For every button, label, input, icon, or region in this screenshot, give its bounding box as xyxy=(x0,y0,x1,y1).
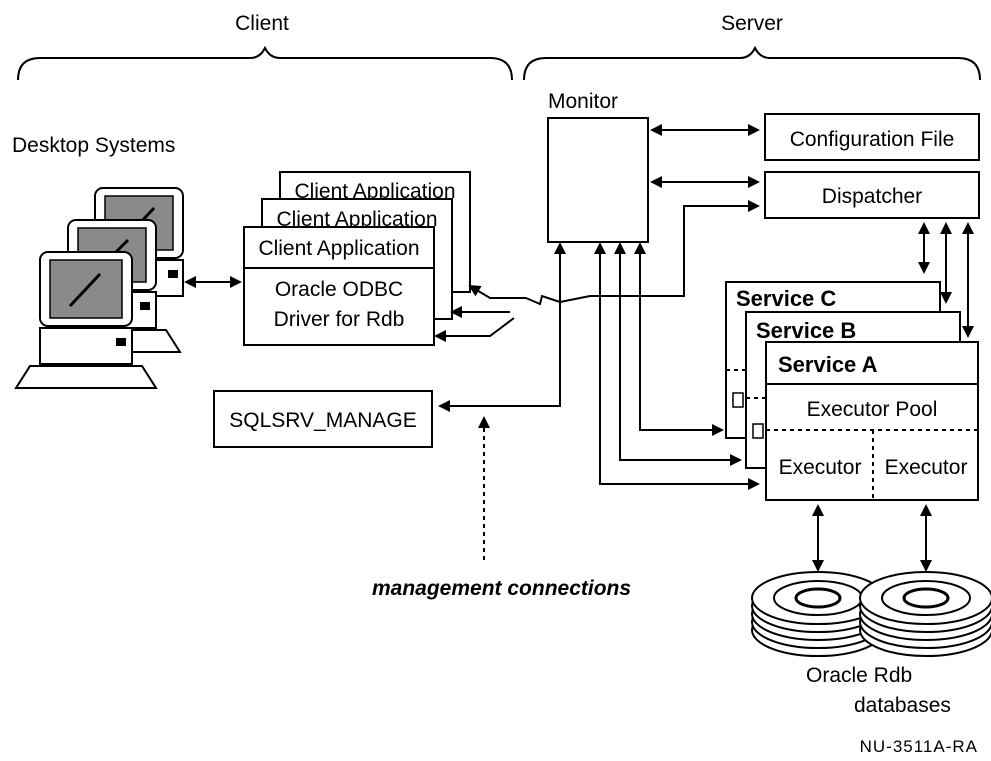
dispatcher-box: Dispatcher xyxy=(764,171,980,219)
sqlsrv-manage-box: SQLSRV_MANAGE xyxy=(213,390,433,448)
monitor-executor-connectors xyxy=(594,242,760,490)
server-brace xyxy=(523,45,981,81)
desktop-computer-icon xyxy=(14,187,184,389)
monitor-manage-connector xyxy=(438,242,566,412)
computer-icon xyxy=(14,251,158,389)
monitor-box xyxy=(547,117,649,243)
database-icon xyxy=(751,571,885,657)
configuration-file-label: Configuration File xyxy=(790,128,955,151)
client-application-label: Client Application xyxy=(276,208,437,231)
management-connections-label: management connections xyxy=(372,577,631,600)
client-application-stack: Client Application Client Application Cl… xyxy=(243,171,471,346)
executor-pool-label: Executor Pool xyxy=(807,398,938,421)
client-group: Client xyxy=(17,12,513,81)
odbc-driver-label: Oracle ODBC xyxy=(275,278,403,301)
dispatcher-service-connectors xyxy=(918,222,974,338)
client-application-label: Client Application xyxy=(294,180,455,203)
service-c-label: Service C xyxy=(736,286,836,311)
monitor-label: Monitor xyxy=(548,90,618,113)
service-a-label: Service A xyxy=(778,352,878,377)
executor-label: Executor xyxy=(885,456,968,479)
odbc-driver-label: Driver for Rdb xyxy=(274,308,405,331)
server-label: Server xyxy=(721,12,783,35)
configuration-file-box: Configuration File xyxy=(764,113,980,161)
server-group: Server xyxy=(523,12,981,81)
client-brace xyxy=(17,45,513,81)
databases-label: databases xyxy=(854,694,951,717)
client-label: Client xyxy=(235,12,289,35)
executor-label: Executor xyxy=(779,456,862,479)
sqlsrv-manage-label: SQLSRV_MANAGE xyxy=(229,409,417,432)
database-icon xyxy=(859,571,991,657)
databases-label: Oracle Rdb xyxy=(806,664,912,687)
desktop-systems-label: Desktop Systems xyxy=(12,134,175,157)
service-b-label: Service B xyxy=(756,318,856,343)
client-application-label: Client Application xyxy=(258,237,419,260)
service-a-box: Service A Executor Pool Executor Executo… xyxy=(765,341,979,501)
figure-id: NU-3511A-RA xyxy=(860,737,978,756)
dispatcher-label: Dispatcher xyxy=(822,185,922,208)
